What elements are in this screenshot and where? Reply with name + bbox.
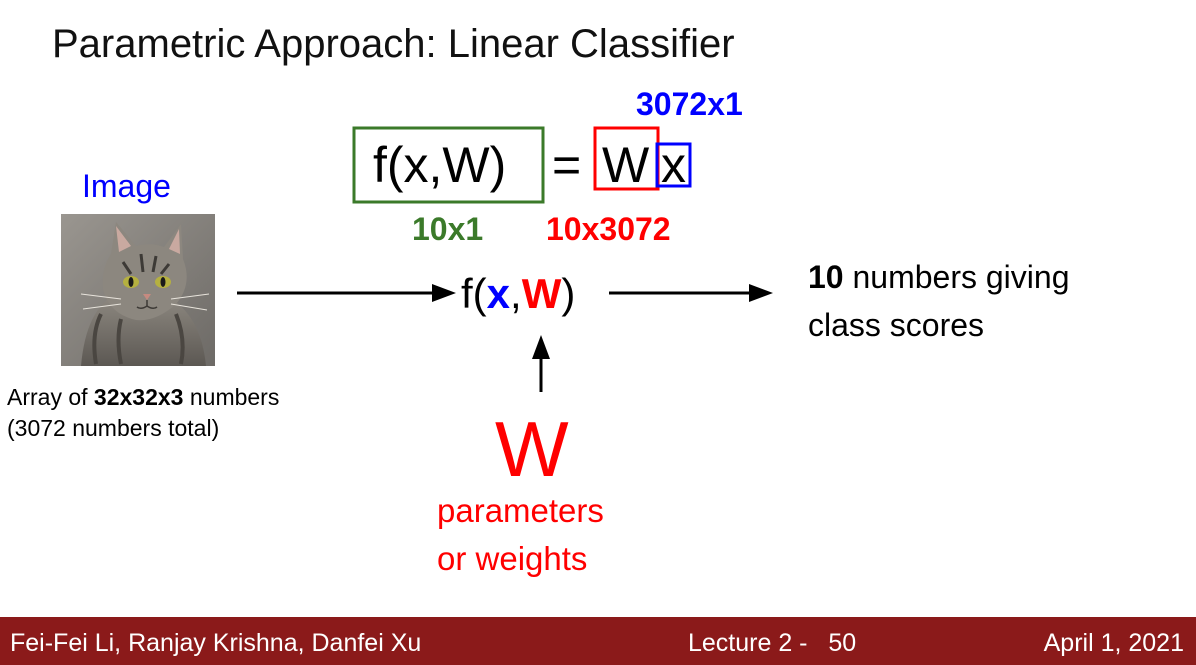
output-count: 10	[808, 259, 844, 295]
w-dimension-label: 10x3072	[546, 211, 671, 247]
fx-suffix: )	[561, 270, 576, 317]
output-arrow	[609, 284, 773, 302]
footer-authors: Fei-Fei Li, Ranjay Krishna, Danfei Xu	[10, 629, 422, 657]
output-description: 10 numbers giving class scores	[808, 253, 1188, 349]
output-text1: numbers giving	[843, 259, 1070, 295]
f-box	[352, 126, 545, 204]
fx-comma: ,	[510, 270, 522, 317]
cat-image	[61, 214, 215, 366]
x-box	[655, 142, 692, 188]
fx-x: x	[486, 270, 511, 317]
f-dimension-label: 10x1	[412, 211, 484, 247]
equation-x: x	[661, 137, 686, 193]
image-label: Image	[82, 168, 171, 204]
weights-description: parameters or weights	[437, 487, 697, 583]
equation-boxes	[352, 126, 692, 204]
weights-line2: or weights	[437, 540, 588, 577]
fx-w: W	[521, 270, 562, 317]
weights-symbol: W	[495, 405, 569, 493]
weights-line1: parameters	[437, 492, 604, 529]
input-desc-bold: 32x32x3	[93, 384, 184, 410]
equation-lhs: f(x,W)	[373, 137, 507, 193]
linear-equation: f(x,W) = W x	[352, 126, 712, 206]
input-desc-line2: (3072 numbers total)	[7, 415, 220, 441]
weights-arrow	[532, 335, 550, 392]
function-expression: f(x,W)	[461, 270, 575, 318]
equation-equals: =	[552, 137, 582, 193]
footer-date: April 1, 2021	[1043, 629, 1184, 657]
footer-bar: Fei-Fei Li, Ranjay Krishna, Danfei Xu Le…	[0, 617, 1196, 665]
equation-w: W	[602, 137, 650, 193]
output-text2: class scores	[808, 307, 985, 343]
input-desc-prefix: Array of	[7, 384, 94, 410]
fx-prefix: f(	[461, 270, 487, 317]
input-desc-suffix: numbers	[183, 384, 280, 410]
input-description: Array of 32x32x3 numbers (3072 numbers t…	[7, 382, 387, 444]
input-arrow	[237, 284, 456, 302]
slide-title: Parametric Approach: Linear Classifier	[52, 22, 735, 66]
footer-lecture: Lecture 2 - 50	[688, 629, 857, 657]
x-dimension-label: 3072x1	[636, 86, 743, 122]
